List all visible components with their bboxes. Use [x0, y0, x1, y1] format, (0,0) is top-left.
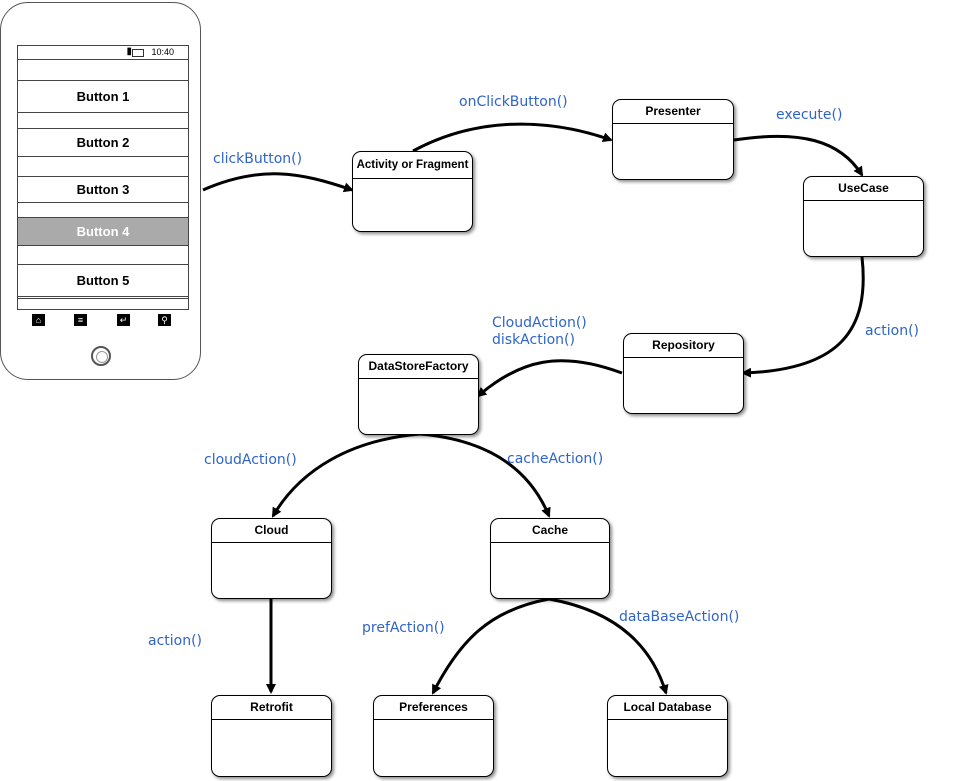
edge-datastorefactory-to-cloud [271, 432, 421, 518]
phone-button-3[interactable]: Button 3 [18, 176, 188, 203]
hardware-home-button[interactable] [91, 346, 111, 366]
home-icon[interactable]: ⌂ [32, 314, 45, 326]
node-title: Cloud [212, 519, 331, 543]
phone-button-1[interactable]: Button 1 [18, 80, 188, 113]
signal-icon: ▮ [126, 46, 132, 57]
label-execute: execute() [776, 107, 843, 123]
node-title: Activity or Fragment [353, 152, 472, 179]
battery-icon [132, 49, 144, 57]
node-cloud[interactable]: Cloud [211, 518, 332, 599]
node-usecase[interactable]: UseCase [803, 176, 924, 257]
status-clock: 10:40 [151, 47, 174, 57]
label-cache-action: cacheAction() [507, 451, 604, 467]
edge-phone-to-activity [202, 172, 354, 193]
node-title: Local Database [608, 696, 727, 720]
edge-activity-to-presenter [412, 122, 613, 153]
edge-cache-to-preferences [431, 597, 550, 695]
node-title: Cache [491, 519, 609, 543]
edge-cache-to-localdb [548, 597, 669, 695]
label-action-retrofit: action() [148, 633, 203, 649]
edge-presenter-to-usecase [733, 134, 864, 177]
phone-button-4-selected[interactable]: Button 4 [18, 217, 188, 246]
label-on-click-button: onClickButton() [459, 94, 568, 110]
edge-datastorefactory-to-cache [419, 432, 551, 518]
label-click-button: clickButton() [213, 151, 303, 167]
node-title: Presenter [613, 100, 733, 124]
node-presenter[interactable]: Presenter [612, 99, 734, 180]
edge-repository-to-datastorefactory [476, 359, 623, 398]
label-cloud-action-line1: CloudAction() [492, 315, 587, 331]
phone-nav-bar [18, 298, 188, 312]
node-title: DataStoreFactory [359, 355, 478, 379]
label-cloud-action: cloudAction() [204, 452, 297, 468]
search-icon[interactable]: ⚲ [158, 314, 171, 326]
node-retrofit[interactable]: Retrofit [211, 695, 332, 777]
node-local-database[interactable]: Local Database [607, 695, 728, 777]
label-database-action: dataBaseAction() [619, 609, 740, 625]
menu-icon[interactable]: ≡ [74, 314, 87, 326]
node-preferences[interactable]: Preferences [373, 695, 494, 777]
node-title: Preferences [374, 696, 493, 720]
edge-usecase-to-repository [741, 256, 865, 378]
phone-screen: ▮ 10:40 Button 1 Button 2 Button 3 Butto… [17, 45, 189, 310]
phone-mockup: ▮ 10:40 Button 1 Button 2 Button 3 Butto… [0, 2, 201, 380]
label-disk-action-line2: diskAction() [492, 332, 575, 348]
node-datastorefactory[interactable]: DataStoreFactory [358, 354, 479, 435]
node-title: UseCase [804, 177, 923, 201]
label-pref-action: prefAction() [362, 620, 445, 636]
node-activity-or-fragment[interactable]: Activity or Fragment [352, 151, 473, 232]
node-cache[interactable]: Cache [490, 518, 610, 599]
back-icon[interactable]: ↵ [117, 314, 130, 326]
label-action-repository: action() [865, 323, 920, 339]
phone-button-5[interactable]: Button 5 [18, 264, 188, 297]
node-repository[interactable]: Repository [623, 333, 744, 414]
node-title: Retrofit [212, 696, 331, 720]
status-bar: ▮ 10:40 [18, 46, 188, 60]
node-title: Repository [624, 334, 743, 358]
phone-button-2[interactable]: Button 2 [18, 128, 188, 157]
